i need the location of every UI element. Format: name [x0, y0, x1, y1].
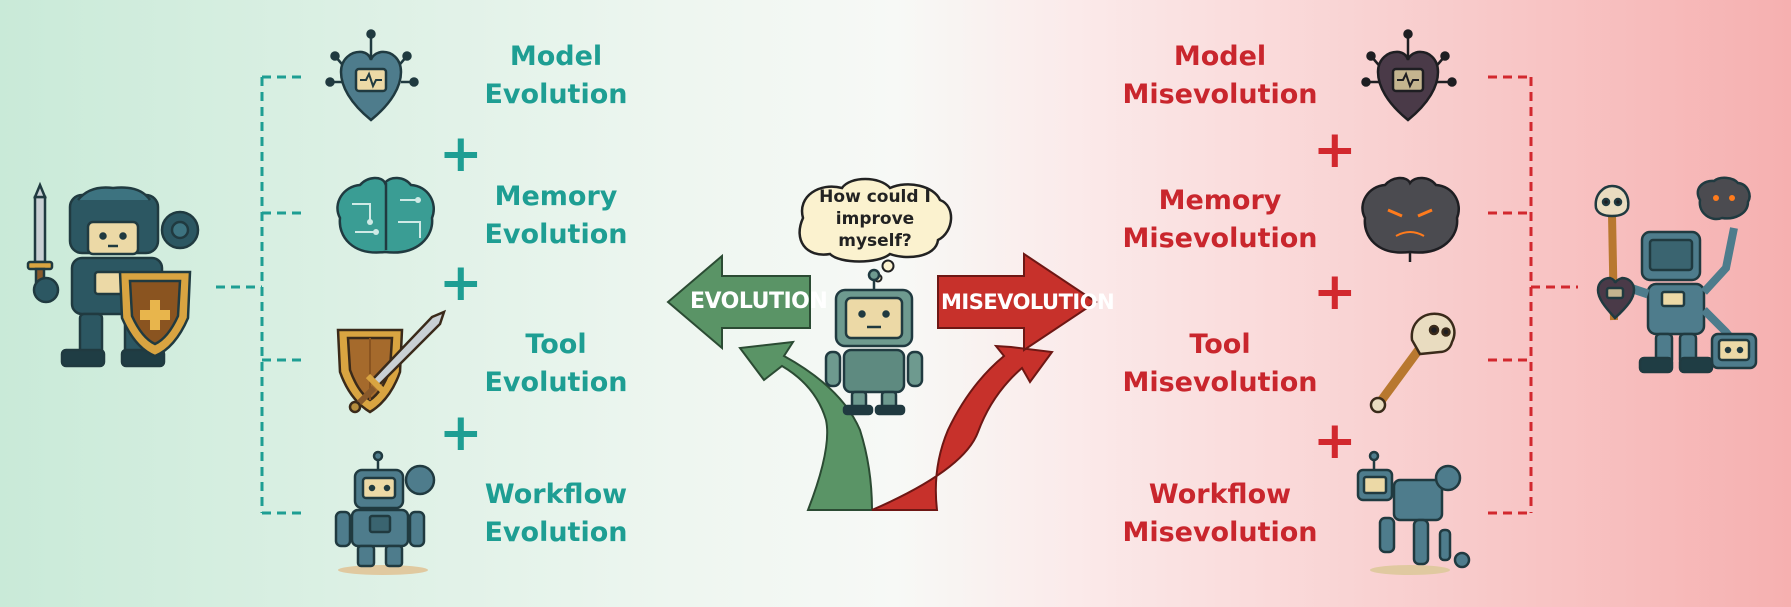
label-line2: Evolution: [484, 79, 628, 110]
label-model-misevolution: Model Misevolution: [1110, 38, 1330, 114]
thought-line1: How could I: [819, 187, 931, 207]
broken-robot-icon: [1356, 450, 1471, 575]
label-workflow-evolution: Workflow Evolution: [446, 476, 666, 552]
label-line1: Workflow: [484, 479, 628, 510]
label-tool-misevolution: Tool Misevolution: [1110, 326, 1330, 402]
plus-sign: +: [1313, 262, 1357, 322]
evil-brain-icon: [1361, 176, 1460, 262]
thought-bubble: [798, 177, 953, 283]
circuit-brain-icon: [336, 176, 435, 254]
label-line1: Tool: [525, 329, 587, 360]
split-path: [738, 340, 1054, 511]
label-line2: Misevolution: [1122, 223, 1318, 254]
label-model-evolution: Model Evolution: [446, 38, 666, 114]
label-line1: Memory: [1158, 185, 1282, 216]
label-line2: Misevolution: [1122, 517, 1318, 548]
thought-text: How could I improve myself?: [800, 182, 950, 256]
plus-sign: +: [1313, 120, 1357, 180]
bone-club-icon: [1369, 312, 1456, 414]
plus-sign: +: [439, 253, 483, 313]
label-line2: Evolution: [484, 517, 628, 548]
label-line1: Workflow: [1148, 479, 1292, 510]
plus-sign: +: [439, 124, 483, 184]
misevolution-arrow: [937, 252, 1098, 352]
evolution-arrow-label: EVOLUTION: [690, 289, 828, 314]
right-bracket: [1488, 75, 1578, 515]
shield-sword-icon: [336, 309, 447, 414]
label-tool-evolution: Tool Evolution: [446, 326, 666, 402]
misevolution-arrow-label: MISEVOLUTION: [941, 290, 1115, 314]
armored-robot-icon: [26, 181, 200, 368]
thinking-robot-icon: [824, 268, 924, 416]
heart-chip-icon: [325, 29, 419, 122]
label-memory-evolution: Memory Evolution: [446, 178, 666, 254]
plus-sign: +: [439, 403, 483, 463]
label-line1: Model: [509, 41, 603, 72]
label-line2: Evolution: [484, 367, 628, 398]
label-line2: Misevolution: [1122, 367, 1318, 398]
plus-sign: +: [1313, 411, 1357, 471]
label-line1: Tool: [1189, 329, 1251, 360]
label-workflow-misevolution: Workflow Misevolution: [1110, 476, 1330, 552]
left-bracket: [216, 75, 304, 515]
label-memory-misevolution: Memory Misevolution: [1110, 182, 1330, 258]
label-line2: Misevolution: [1122, 79, 1318, 110]
dark-heart-chip-icon: [1361, 29, 1457, 122]
label-line2: Evolution: [484, 219, 628, 250]
thought-line2: improve myself?: [835, 209, 915, 251]
label-line1: Model: [1173, 41, 1267, 72]
damaged-robot-icon: [1594, 176, 1758, 374]
robot-icon: [334, 450, 436, 575]
evolution-arrow: [666, 253, 811, 351]
label-line1: Memory: [494, 181, 618, 212]
